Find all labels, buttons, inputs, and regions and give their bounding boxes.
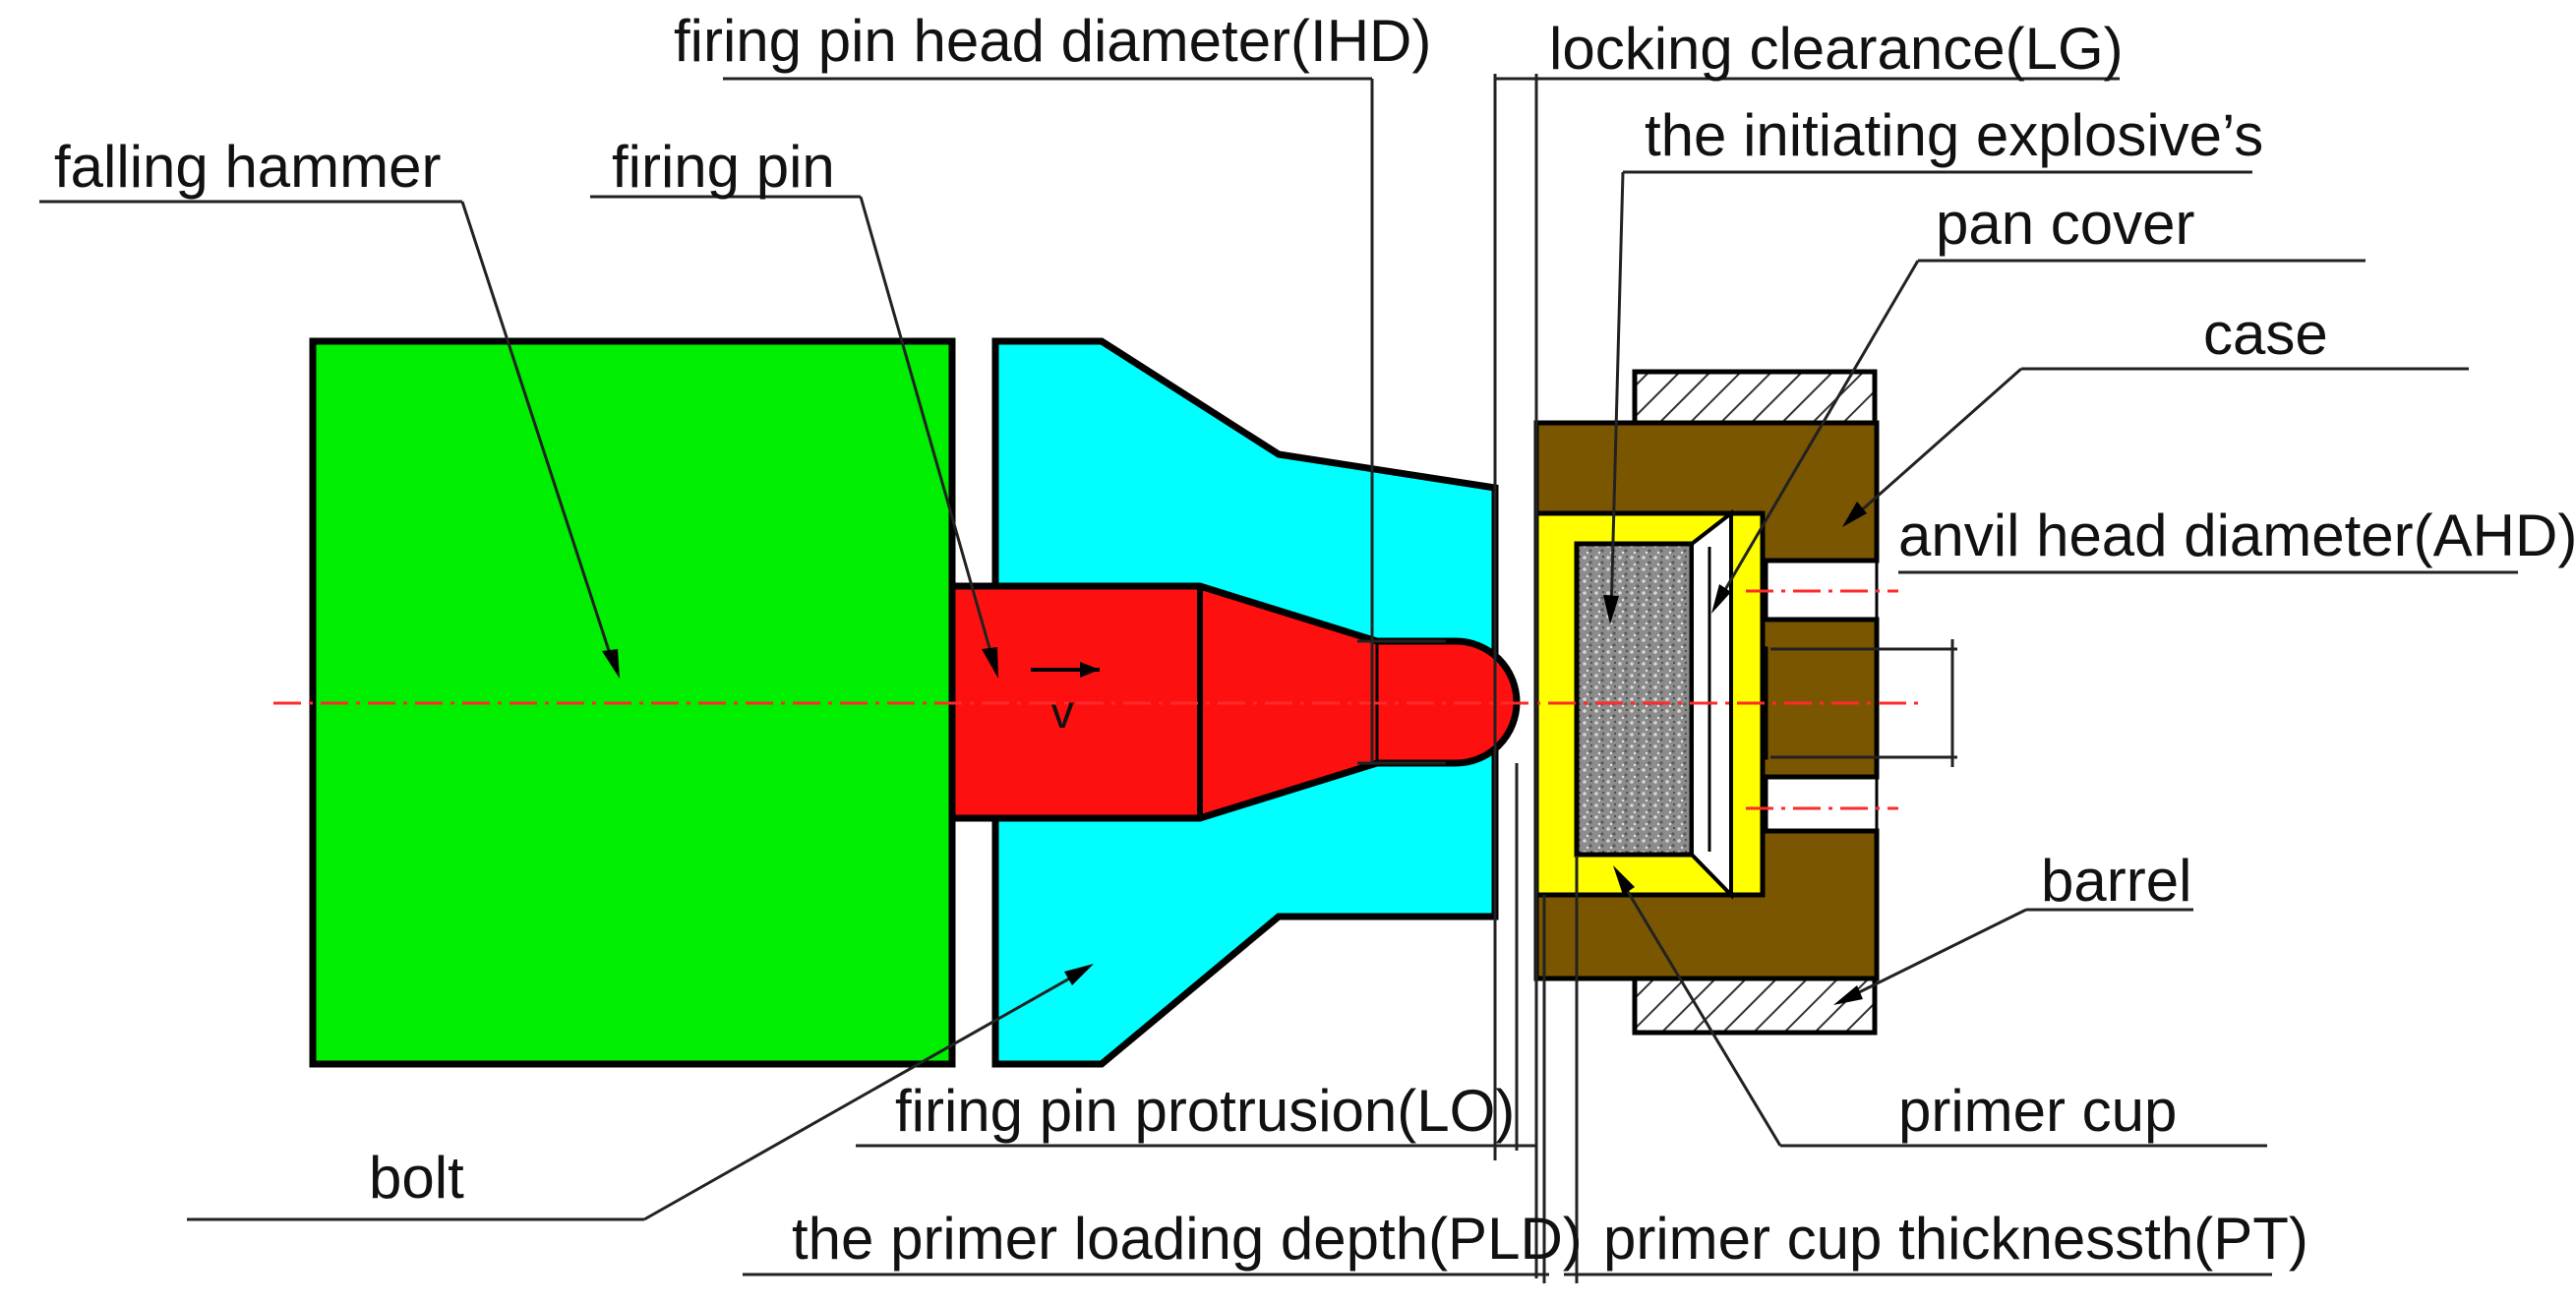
lo-label: firing pin protrusion(LO): [895, 1078, 1515, 1144]
bolt-label: bolt: [369, 1145, 464, 1211]
pt-label: primer cup thicknessth(PT): [1603, 1206, 2308, 1272]
ahd-label: anvil head diameter(AHD): [1898, 503, 2576, 568]
bolt-leader: [643, 967, 1088, 1221]
pan-cover-label: pan cover: [1936, 191, 2195, 257]
explosive-arrowhead: [1603, 595, 1619, 624]
anvil-channel-bottom: [1764, 775, 1879, 833]
explosive-leader: [1609, 171, 1625, 616]
case-leader: [1848, 367, 2022, 523]
bolt-arrowhead: [1064, 964, 1094, 985]
lg-label: locking clearance(LG): [1549, 16, 2124, 82]
barrel-leader: [1840, 908, 2027, 1003]
barrel-arrowhead: [1833, 985, 1863, 1005]
firing-pin-arrowhead: [982, 647, 998, 679]
case-label: case: [2203, 301, 2328, 367]
case-arrowhead: [1842, 502, 1867, 527]
primer-cup-label: primer cup: [1898, 1078, 2177, 1144]
pan-cover-leader: [1714, 260, 1920, 606]
velocity-arrow: [1031, 662, 1100, 678]
firing-pin-leader: [859, 196, 997, 670]
pan-cover-arrowhead: [1711, 584, 1731, 614]
ihd-label: firing pin head diameter(IHD): [674, 8, 1431, 74]
velocity-label: v: [1050, 686, 1074, 739]
barrel-bottom: [1632, 976, 1878, 1036]
explosive-label: the initiating explosive’s: [1645, 102, 2263, 168]
pld-label: the primer loading depth(PLD): [792, 1206, 1583, 1272]
initiating-explosive: [1574, 541, 1695, 858]
primer-cup-arrowhead: [1613, 865, 1635, 895]
firing-pin-label: firing pin: [612, 134, 835, 200]
falling-hammer-label: falling hammer: [54, 134, 442, 200]
falling-hammer-leader: [460, 201, 617, 670]
barrel-label: barrel: [2041, 848, 2191, 914]
falling-hammer-arrowhead: [602, 649, 620, 679]
primer-cup-leader: [1616, 874, 1782, 1147]
